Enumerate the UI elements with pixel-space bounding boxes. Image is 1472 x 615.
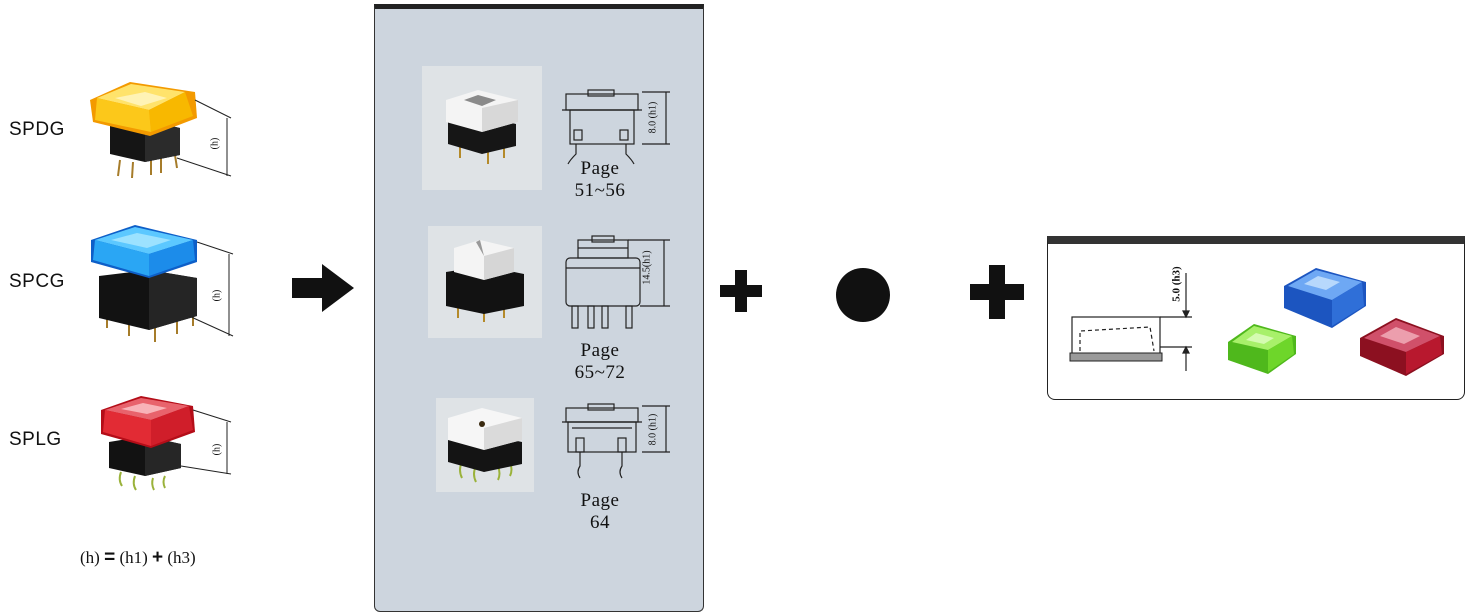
base3-page-range: 64 [560, 512, 640, 534]
formula-h: (h) [80, 548, 100, 567]
base2-page-label: Page [560, 340, 640, 362]
base2-page-ref: Page 65~72 [560, 340, 640, 384]
base1-page-range: 51~56 [560, 180, 640, 202]
formula-h3: (h3) [167, 548, 195, 567]
base3-page-label: Page [560, 490, 640, 512]
formula-plus: + [152, 547, 163, 568]
base3-switch-image [442, 404, 530, 486]
red-cap-image [1356, 314, 1448, 380]
base2-height-label: 14.5(h1) [642, 250, 653, 284]
model-label-spcg: SPCG [9, 271, 65, 293]
base3-dimension-drawing [558, 402, 680, 498]
model-label-splg: SPLG [9, 429, 62, 451]
base3-page-ref: Page 64 [560, 490, 640, 534]
base1-height-label: 8.0 (h1) [647, 102, 658, 134]
base2-dimension-drawing [558, 234, 680, 334]
arrow-right-icon [292, 264, 356, 312]
base1-page-ref: Page 51~56 [560, 158, 640, 202]
plus-icon [720, 270, 762, 312]
dot-icon [836, 268, 890, 322]
base3-height-label: 8.0 (h1) [647, 414, 658, 446]
height-formula: (h) = (h1) + (h3) [80, 547, 196, 569]
base2-switch-image [440, 236, 530, 326]
spdg-switch-image [85, 70, 245, 185]
formula-h1: (h1) [119, 548, 147, 567]
plus-icon [970, 265, 1024, 319]
base2-page-range: 65~72 [560, 362, 640, 384]
spdg-height-label: (h) [209, 138, 220, 150]
spcg-switch-image [85, 220, 245, 345]
formula-equals: = [104, 547, 115, 568]
base1-switch-image [438, 86, 528, 168]
splg-switch-image [95, 392, 245, 497]
spcg-height-label: (h) [211, 290, 222, 302]
cap-height-label: 5.0 (h3) [1171, 266, 1183, 301]
model-label-spdg: SPDG [9, 119, 65, 141]
base1-page-label: Page [560, 158, 640, 180]
splg-height-label: (h) [211, 444, 222, 456]
